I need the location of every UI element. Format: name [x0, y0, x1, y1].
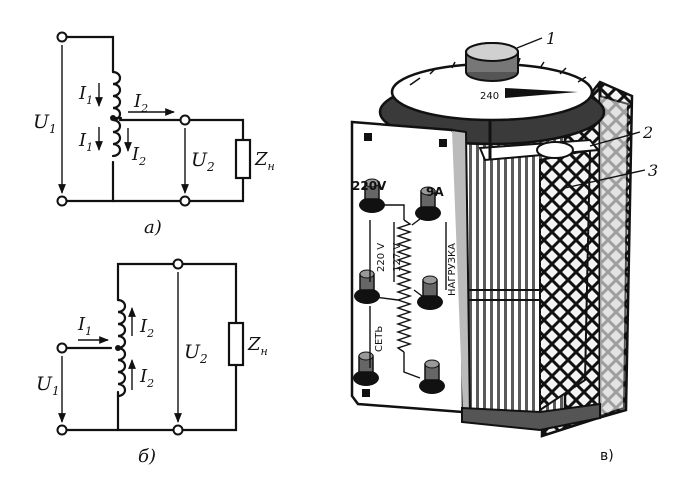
label-u1-b: U1 [36, 373, 60, 398]
panel-label-220v: 220 V [376, 243, 387, 272]
label-i2-lower: I2 [131, 144, 146, 168]
dial-number: 240 [480, 91, 499, 102]
panel-label-load: НАГРУЗКА [447, 243, 458, 296]
label-zn-b: Zн [247, 334, 268, 358]
callout-2: 2 [642, 123, 653, 142]
caption-a: а) [144, 217, 162, 238]
circuit-b-wires [60, 262, 238, 432]
panel-label-127v: 127 V [392, 243, 403, 272]
dial-pointer [505, 88, 578, 98]
autotransformer-illustration: 240 220V 9A 220 [350, 29, 658, 464]
panel-label-mains: СЕТЬ [374, 326, 385, 352]
callout-1: 1 [546, 29, 556, 48]
callout-3: 3 [648, 161, 658, 180]
label-i1-top: I1 [78, 83, 93, 107]
terminal-b-in-top [56, 342, 68, 354]
callout-line-2 [589, 131, 641, 147]
tap-node-a [110, 115, 116, 121]
terminal-b-out-top [172, 258, 184, 270]
panel-label-voltage: 220V [352, 179, 387, 193]
caption-c: в) [600, 448, 614, 464]
circuit-b: U1 I1 I2 I2 U2 Zн б) [36, 258, 268, 467]
label-u1-a: U1 [33, 111, 57, 136]
circuit-a-wires [60, 35, 245, 203]
load-resistor-b [227, 321, 245, 367]
panel-label-current: 9A [426, 185, 444, 199]
label-i1-mid: I1 [78, 130, 93, 154]
terminal-a-in-bottom [56, 195, 68, 207]
callout-line-1 [516, 37, 543, 49]
label-i2-lower-b: I2 [139, 366, 154, 390]
label-i2-out: I2 [133, 91, 148, 115]
panel-winding-symbol [395, 219, 413, 353]
circuit-a: U1 I1 I1 I2 I2 U2 Zн а) [33, 31, 275, 238]
panel-terminals [353, 178, 445, 394]
label-i2-upper: I2 [139, 316, 154, 340]
caption-b: б) [138, 446, 156, 467]
label-u2-b: U2 [184, 341, 208, 366]
autotransformer-coil-a [111, 70, 122, 158]
label-i1-b: I1 [77, 314, 92, 338]
terminal-b-out-bottom [172, 424, 184, 436]
tap-node-b [115, 345, 121, 351]
label-u2-a: U2 [191, 149, 215, 174]
terminal-b-in-bottom [56, 424, 68, 436]
terminal-a-in-top [56, 31, 68, 43]
label-zn-a: Zн [254, 149, 275, 173]
terminal-a-out-top [179, 114, 191, 126]
callout-line-3 [564, 169, 646, 189]
load-resistor-a [234, 138, 252, 180]
terminal-a-out-bottom [179, 195, 191, 207]
